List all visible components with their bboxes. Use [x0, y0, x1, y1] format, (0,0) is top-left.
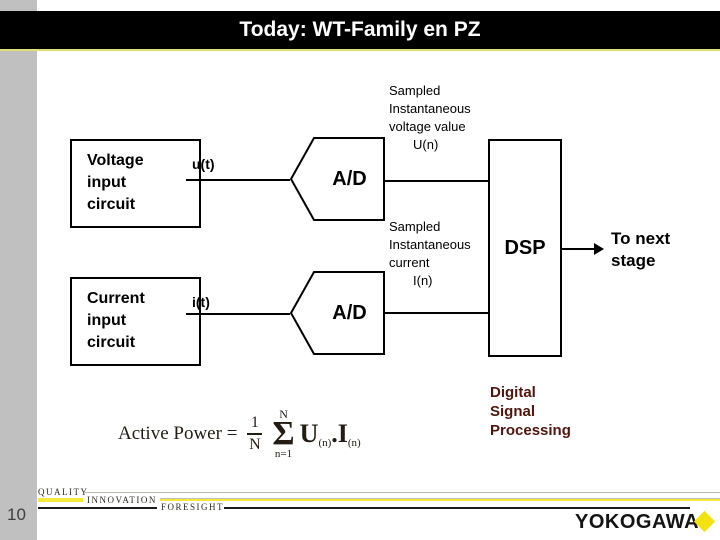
- dsp-box: DSP: [488, 139, 562, 357]
- note-line: Instantaneous: [389, 237, 471, 252]
- footer-line-innovation-gray: [160, 498, 720, 499]
- sampled-voltage-note: Sampled Instantaneous voltage value U(n): [389, 82, 489, 154]
- u-n-value-label: U(n): [413, 137, 439, 152]
- u-t-signal-label: u(t): [192, 156, 215, 172]
- note-line: voltage value: [389, 119, 466, 134]
- voltage-box-line: Voltage: [87, 152, 144, 169]
- voltage-box-line: circuit: [87, 196, 136, 213]
- note-line: Sampled: [389, 83, 441, 98]
- sum-lower-limit: n=1: [274, 448, 293, 461]
- i-t-signal-label: i(t): [192, 294, 210, 310]
- title-bar: [0, 11, 720, 49]
- formula-fraction: 1 N: [247, 414, 263, 453]
- ad-bottom-label: A/D: [332, 301, 367, 324]
- footer-line-foresight-left: [38, 507, 157, 509]
- term-u: U: [299, 419, 319, 448]
- note-line: current: [389, 255, 430, 270]
- caption-line: Signal: [490, 403, 536, 420]
- to-next-line: stage: [611, 251, 656, 270]
- note-line: Sampled: [389, 219, 441, 234]
- i-n-value-label: I(n): [413, 273, 433, 288]
- to-next-stage-label: To next stage: [611, 228, 670, 272]
- to-next-line: To next: [611, 229, 671, 248]
- active-power-formula: Active Power = 1 N N Σ n=1 U(n).I(n): [118, 404, 361, 464]
- term-i: I: [337, 419, 348, 448]
- term-i-subscript: (n): [347, 437, 361, 449]
- term-dot: .: [331, 419, 338, 448]
- caption-line: Digital: [490, 384, 536, 401]
- current-box-line: input: [87, 312, 127, 329]
- fraction-denominator: N: [249, 436, 261, 453]
- ad-converter-bottom-shape: A/D: [290, 271, 385, 355]
- dsp-output-arrow-line: [562, 248, 595, 250]
- voltage-box-line: input: [87, 174, 127, 191]
- title-underline: [0, 49, 720, 51]
- wire-voltage-to-ad: [186, 179, 290, 181]
- footer-word-foresight: FORESIGHT: [161, 502, 225, 512]
- wire-current-to-ad: [186, 313, 290, 315]
- formula-terms: U(n).I(n): [300, 419, 361, 449]
- arrowhead-icon: [594, 243, 604, 255]
- voltage-input-circuit-box: Voltage input circuit: [70, 139, 201, 228]
- pentagon-shape-icon: [290, 271, 385, 355]
- footer-line-quality: [85, 492, 720, 493]
- page-title: Today: WT-Family en PZ: [239, 18, 481, 41]
- sigma-symbol: Σ: [272, 414, 295, 452]
- pentagon-shape-icon: [290, 137, 385, 221]
- current-input-circuit-box: Current input circuit: [70, 277, 201, 366]
- current-box-line: circuit: [87, 334, 136, 351]
- formula-lhs: Active Power =: [118, 423, 238, 444]
- left-gray-strip: [0, 0, 37, 540]
- current-box-line: Current: [87, 290, 145, 307]
- wire-ad-to-dsp-bottom: [385, 312, 490, 314]
- wire-ad-to-dsp-top: [385, 180, 490, 182]
- yokogawa-logo-text: YOKOGAWA: [575, 511, 700, 533]
- footer-line-innovation-yellow: [160, 499, 720, 501]
- term-u-subscript: (n): [318, 437, 332, 449]
- sampled-current-note: Sampled Instantaneous current I(n): [389, 218, 489, 290]
- page-number: 10: [7, 505, 26, 524]
- ad-converter-top-shape: A/D: [290, 137, 385, 221]
- footer-word-quality: QUALITY: [38, 487, 89, 497]
- fraction-bar: [247, 433, 263, 435]
- footer-word-innovation: INNOVATION: [87, 495, 157, 505]
- footer-yellow-bar: [38, 498, 83, 502]
- formula-summation: N Σ n=1: [272, 408, 294, 461]
- footer-line-foresight-right: [224, 507, 690, 509]
- caption-line: Processing: [490, 422, 571, 439]
- sum-upper-limit: N: [279, 406, 288, 421]
- digital-signal-processing-caption: Digital Signal Processing: [490, 383, 571, 440]
- fraction-numerator: 1: [250, 414, 259, 431]
- note-line: Instantaneous: [389, 101, 471, 116]
- ad-top-label: A/D: [332, 167, 367, 190]
